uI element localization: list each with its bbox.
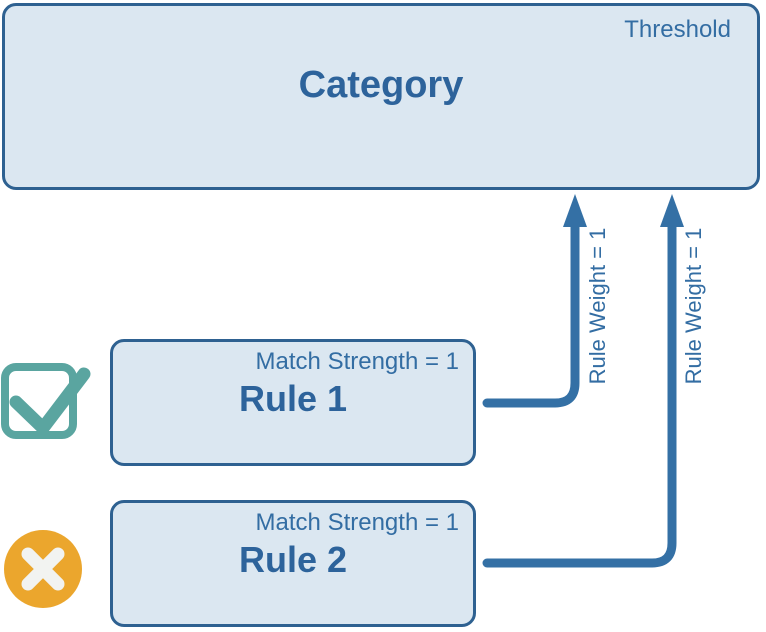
rule2-match-strength-label: Match Strength = 1 xyxy=(255,509,459,536)
rule1-arrowhead-icon xyxy=(563,194,587,227)
rule1-box: Match Strength = 1 Rule 1 xyxy=(110,339,476,466)
rule2-title: Rule 2 xyxy=(238,538,348,580)
category-box: Threshold Category xyxy=(2,3,760,190)
rule2-box: Match Strength = 1 Rule 2 xyxy=(110,500,476,627)
checkmark-icon xyxy=(1,363,91,439)
threshold-label: Threshold xyxy=(624,16,731,43)
rule2-weight-label: Rule Weight = 1 xyxy=(681,227,706,385)
rule2-arrow xyxy=(482,217,677,568)
rule1-weight-label: Rule Weight = 1 xyxy=(585,227,610,385)
rule1-match-strength-label: Match Strength = 1 xyxy=(255,348,459,375)
category-title: Category xyxy=(298,64,464,106)
x-icon xyxy=(4,530,82,608)
rule1-title: Rule 1 xyxy=(238,377,348,419)
rule1-arrow xyxy=(482,217,580,408)
